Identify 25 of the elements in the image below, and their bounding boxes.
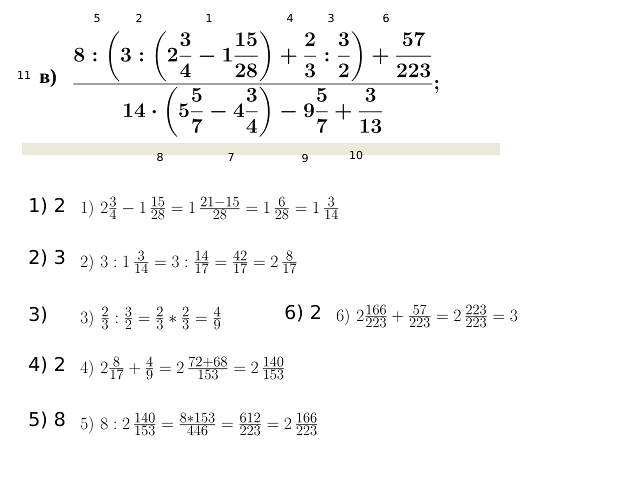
step-heading: 1) 2: [30, 198, 64, 214]
step-number: 6: [383, 14, 389, 22]
step-number: 9: [302, 154, 308, 162]
step-heading: 5) 8: [30, 412, 64, 428]
expression-formula: $\dfrac{8:\left(3:\left(2\dfrac{3}{4}-1\dfrac{15}{28}\right)+\dfrac{2}{3}:\dfrac{3}{2}\right)+\dfrac{57}{223}}{14\cdot\left(5\dfrac{5}{7}-4\dfrac{3}{4}\right)-9\dfrac{5}{7}+\dfrac{3}{13}};$: [73, 31, 438, 137]
step-number: 1: [206, 14, 212, 22]
solution-step: $4)\ 2\frac{8}{17}+\frac{4}{9}=2\,\frac{72+68}{153}=2\,\frac{140}{153}$: [80, 356, 284, 380]
problem-letter: в): [40, 68, 56, 88]
step-number: 5: [94, 14, 100, 22]
solution-step: $1)\ 2\frac{3}{4}-1\,\frac{15}{28}=1\,\frac{21-15}{28}=1\,\frac{6}{28}=1\,\frac{3}{14}$: [82, 196, 338, 220]
solution-step: $2)\ 3:1\,\frac{3}{14}=3:\frac{14}{17}=\frac{42}{17}=2\,\frac{8}{17}$: [80, 250, 296, 274]
solution-step: $5)\ 8:2\,\frac{140}{153}=\frac{8*153}{446}=\frac{612}{223}=2\,\frac{166}{223}$: [80, 412, 318, 436]
step-number: 8: [157, 152, 163, 162]
step-heading: 2) 3: [30, 250, 64, 266]
problem-number: 11: [18, 71, 30, 80]
step-number: 2: [136, 14, 142, 22]
step-number: 3: [328, 14, 334, 22]
solution-step: $3)\ \frac{2}{3}:\frac{3}{2}=\frac{2}{3}*\frac{2}{3}=\frac{4}{9}$: [80, 306, 221, 330]
solution-step: $6)\ 2\frac{166}{223}+\frac{57}{223}=2\,\frac{223}{223}=3$: [336, 304, 518, 328]
step-number: 10: [350, 150, 362, 160]
step-heading: 6) 2: [286, 304, 320, 322]
step-heading: 4) 2: [29, 356, 64, 374]
step-heading: 3): [30, 306, 46, 324]
step-number: 4: [287, 14, 293, 22]
step-number: 7: [228, 153, 234, 162]
